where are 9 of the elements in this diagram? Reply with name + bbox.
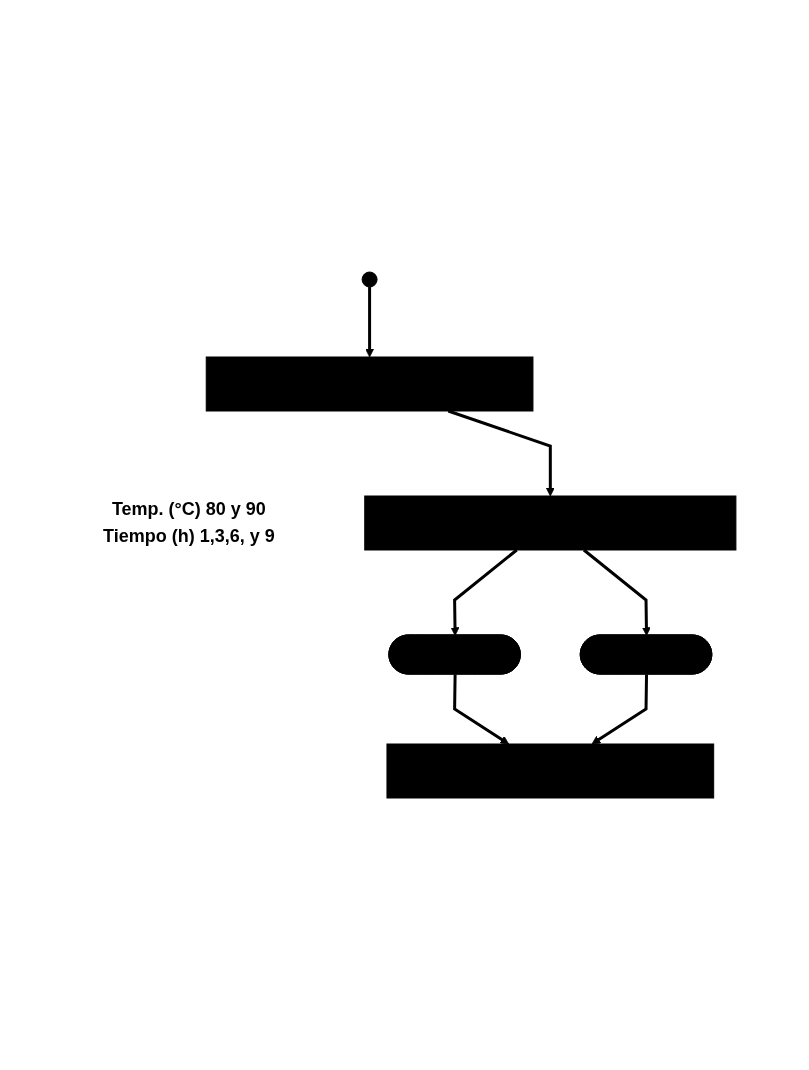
node-box	[386, 743, 715, 799]
arrow	[591, 674, 649, 745]
arrow	[453, 674, 510, 745]
node-label: Temp. (°C) 80 y 90	[111, 499, 266, 519]
arrow	[365, 287, 375, 358]
node-circle	[361, 271, 378, 288]
node-box	[364, 495, 737, 551]
node-label: Tiempo (h) 1,3,6, y 9	[103, 526, 275, 546]
node-box	[205, 356, 534, 412]
